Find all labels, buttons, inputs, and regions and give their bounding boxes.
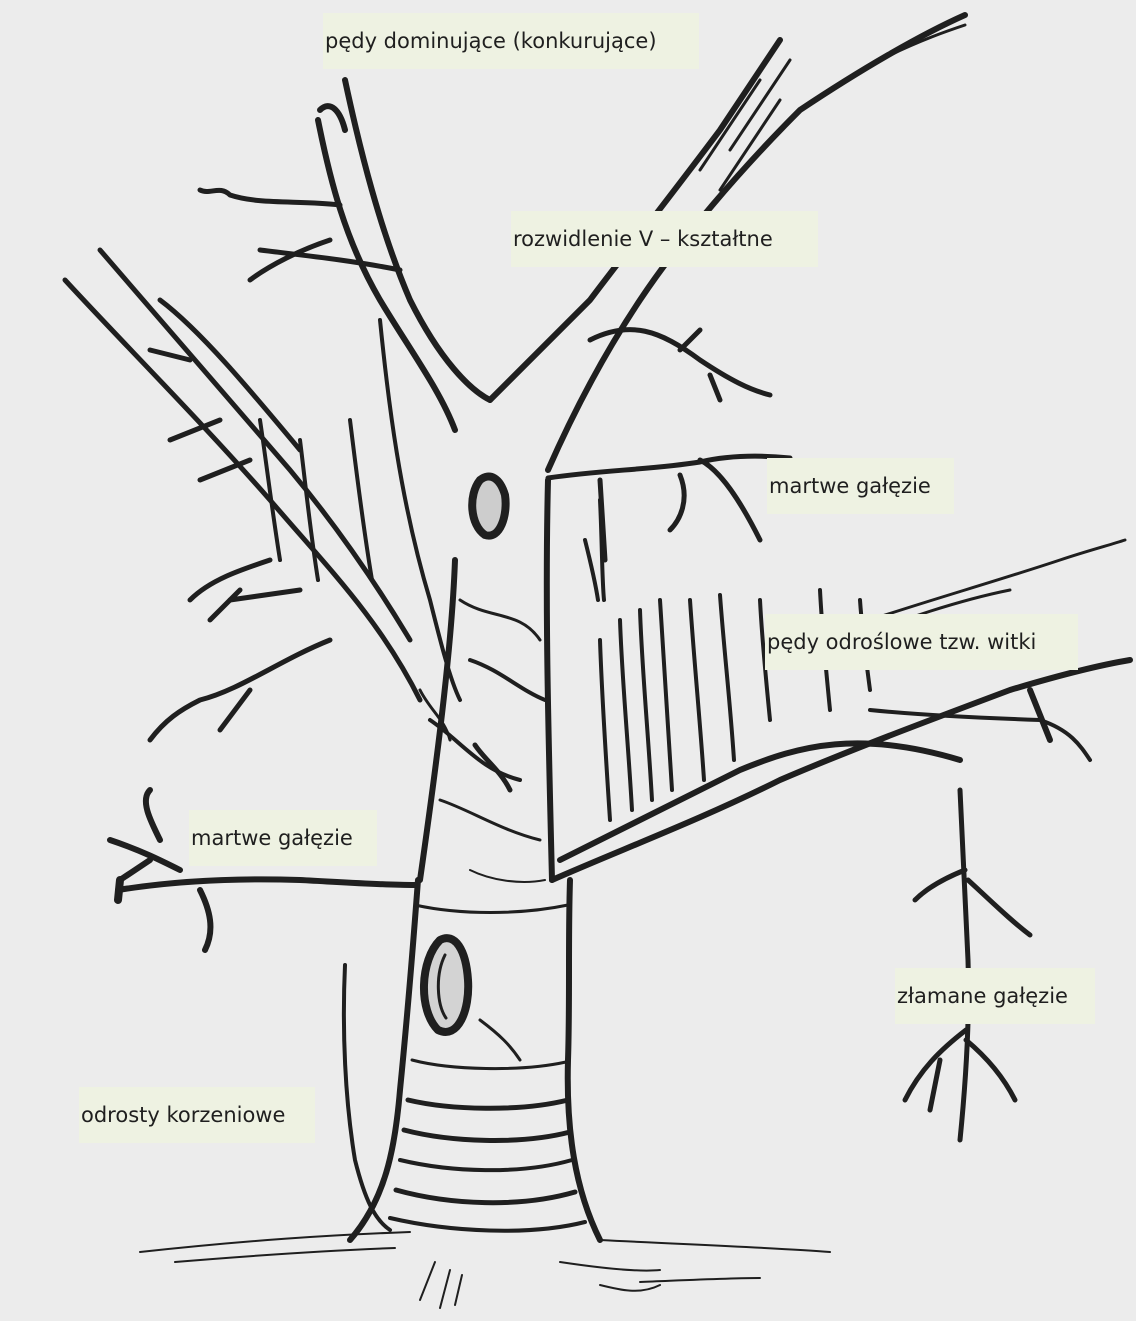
label-dead-branches-upper: martwe gałęzie [767, 458, 954, 514]
label-dead-branches-lower: martwe gałęzie [189, 810, 377, 866]
label-root-suckers: odrosty korzeniowe [79, 1087, 315, 1143]
right-lower-branch [552, 540, 1130, 880]
label-v-fork: rozwidlenie V – kształtne [511, 211, 818, 267]
label-dominant-shoots: pędy dominujące (konkurujące) [323, 13, 699, 69]
label-broken-branches: złamane gałęzie [895, 968, 1095, 1024]
label-water-sprouts: pędy odroślowe tzw. witki [765, 614, 1078, 670]
ground-lines [140, 1232, 830, 1308]
broken-branches [905, 790, 1030, 1140]
water-sprouts [260, 320, 870, 820]
